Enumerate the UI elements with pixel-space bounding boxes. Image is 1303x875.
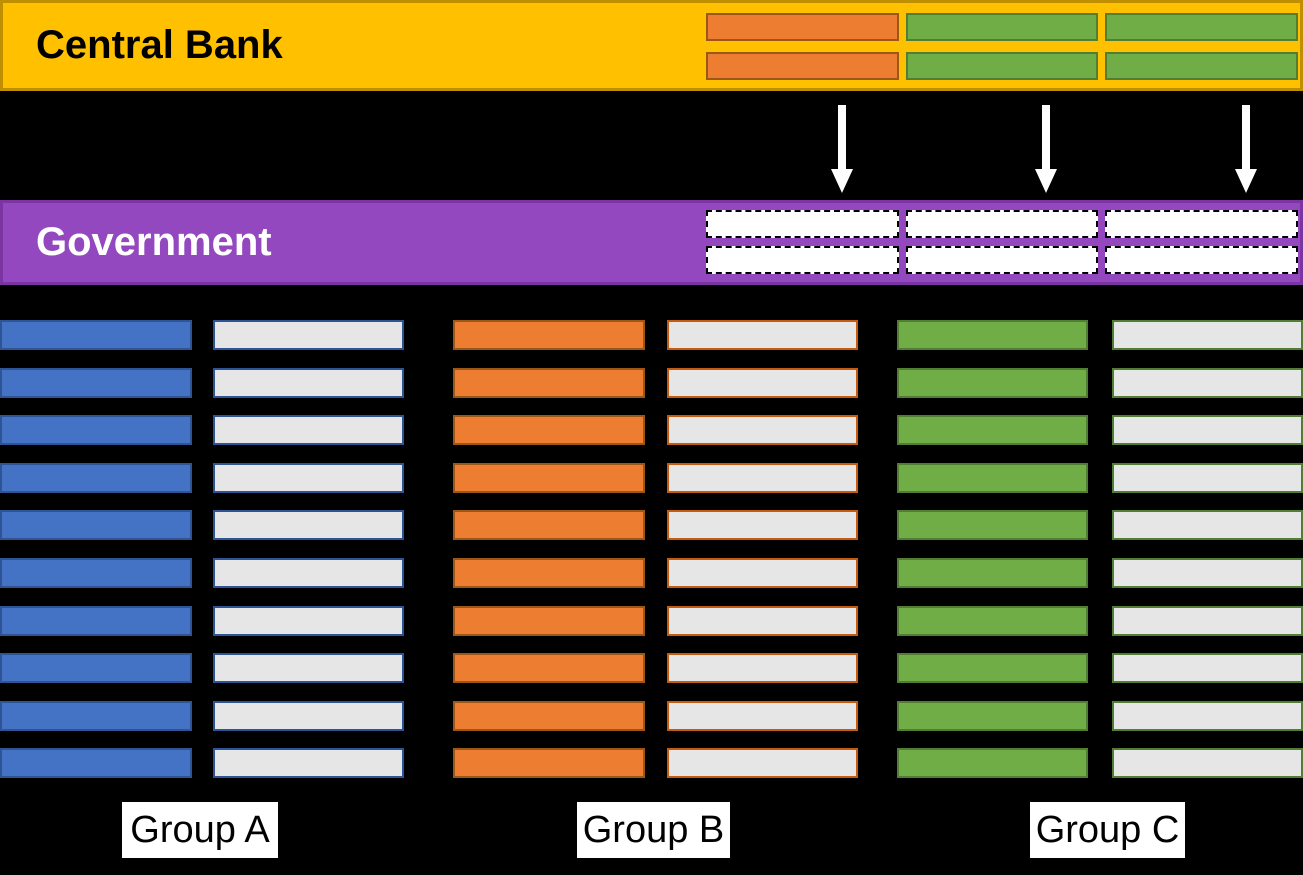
blue-asset-bar [0,653,192,684]
orange-asset-bar [453,748,645,779]
arrow-shaft [1042,105,1050,169]
orange-asset-bar [453,367,645,398]
orange-asset-bar [453,653,645,684]
green-asset-bar [897,605,1088,636]
allocation-slot [1105,210,1298,238]
allocation-slot [706,246,899,274]
claim-bar-column [1112,320,1303,779]
blue-asset-bar [0,415,192,446]
orange-asset-bar [453,462,645,493]
gray-claim-bar [1112,462,1303,493]
group-label-text: Group C [1035,808,1180,851]
gray-claim-bar [1112,557,1303,588]
asset-bar-column [0,320,192,779]
gray-claim-bar [213,510,404,541]
central-bank-title: Central Bank [36,23,283,67]
arrow-shaft [838,105,846,169]
group-label: Group A [122,802,278,858]
green-asset-bar [897,557,1088,588]
group-label-text: Group A [130,808,270,851]
gray-claim-bar [667,320,858,350]
orange-reserve-bar [706,52,899,80]
gray-claim-bar [667,557,858,588]
gray-claim-bar [213,557,404,588]
asset-bar-column [897,320,1088,779]
green-asset-bar [897,510,1088,541]
group-label-text: Group B [582,808,725,851]
blue-asset-bar [0,510,192,541]
arrow-shaft [1242,105,1250,169]
allocation-slot [905,210,1099,238]
orange-asset-bar [453,510,645,541]
gray-claim-bar [1112,510,1303,541]
gray-claim-bar [667,748,858,779]
gray-claim-bar [213,700,404,731]
gray-claim-bar [1112,320,1303,350]
blue-asset-bar [0,462,192,493]
green-reserve-bar [1105,13,1298,41]
gray-claim-bar [1112,700,1303,731]
allocation-slot [905,246,1099,274]
gray-claim-bar [213,367,404,398]
claim-bar-column [667,320,858,779]
green-asset-bar [897,367,1088,398]
blue-asset-bar [0,748,192,779]
blue-asset-bar [0,700,192,731]
gray-claim-bar [667,605,858,636]
blue-asset-bar [0,367,192,398]
central-bank-reserve-grid [706,13,1298,80]
government-title: Government [36,220,272,264]
green-asset-bar [897,320,1088,350]
arrow-head [831,169,853,193]
gray-claim-bar [213,415,404,446]
gray-claim-bar [213,320,404,350]
gray-claim-bar [1112,415,1303,446]
green-reserve-bar [1105,52,1298,80]
blue-asset-bar [0,605,192,636]
green-reserve-bar [905,13,1099,41]
green-asset-bar [897,415,1088,446]
gray-claim-bar [667,415,858,446]
green-asset-bar [897,653,1088,684]
green-reserve-bar [905,52,1099,80]
gray-claim-bar [1112,367,1303,398]
orange-asset-bar [453,605,645,636]
gray-claim-bar [1112,605,1303,636]
gray-claim-bar [667,510,858,541]
green-asset-bar [897,700,1088,731]
allocation-slot [1105,246,1298,274]
orange-asset-bar [453,700,645,731]
gray-claim-bar [1112,748,1303,779]
arrow-head [1235,169,1257,193]
gray-claim-bar [667,462,858,493]
gray-claim-bar [667,700,858,731]
gray-claim-bar [213,748,404,779]
group-label: Group C [1030,802,1185,858]
down-arrow-icon [1035,105,1057,193]
gray-claim-bar [213,605,404,636]
arrow-head [1035,169,1057,193]
down-arrow-icon [1235,105,1257,193]
blue-asset-bar [0,320,192,350]
green-asset-bar [897,462,1088,493]
asset-bar-column [453,320,645,779]
blue-asset-bar [0,557,192,588]
orange-asset-bar [453,320,645,350]
gray-claim-bar [213,462,404,493]
central-bank-banner: Central Bank [0,0,1303,91]
government-allocation-grid [706,210,1298,274]
orange-asset-bar [453,415,645,446]
gray-claim-bar [667,653,858,684]
allocation-slot [706,210,899,238]
claim-bar-column [213,320,404,779]
down-arrow-icon [831,105,853,193]
gray-claim-bar [1112,653,1303,684]
government-banner: Government [0,200,1303,285]
orange-asset-bar [453,557,645,588]
gray-claim-bar [213,653,404,684]
orange-reserve-bar [706,13,899,41]
gray-claim-bar [667,367,858,398]
green-asset-bar [897,748,1088,779]
group-label: Group B [577,802,730,858]
